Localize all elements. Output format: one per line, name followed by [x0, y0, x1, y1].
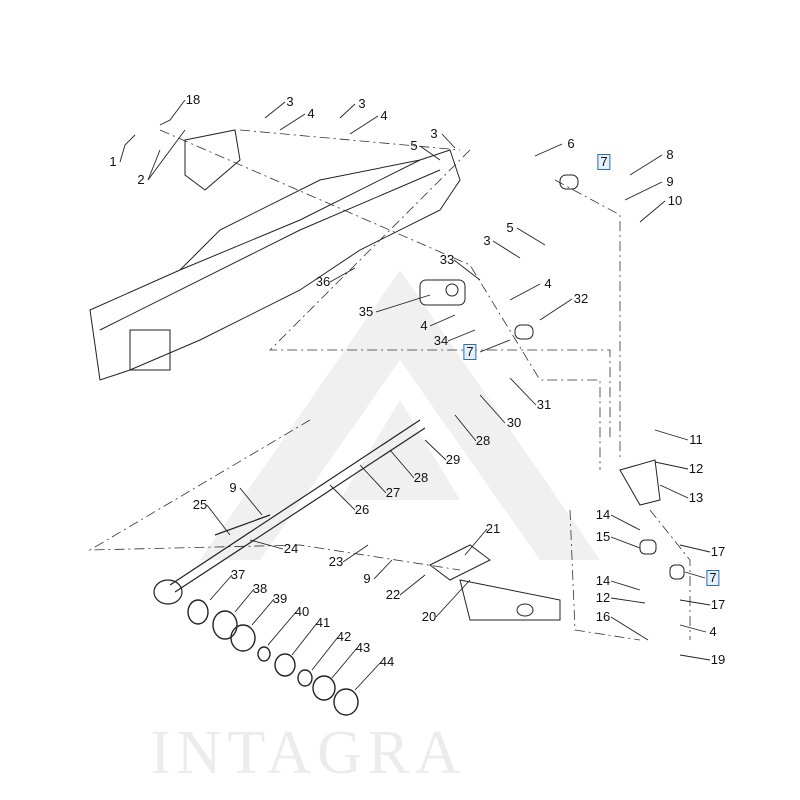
shaft — [153, 419, 426, 605]
callout-17: 17 — [710, 597, 726, 612]
callout-32: 32 — [573, 291, 589, 306]
rings — [187, 599, 359, 716]
callout-14: 14 — [595, 573, 611, 588]
callout-38: 38 — [252, 581, 268, 596]
callout-34: 34 — [433, 333, 449, 348]
bearing-parts — [419, 174, 685, 580]
callout-7-highlighted[interactable]: 7 — [463, 344, 477, 360]
callout-21: 21 — [485, 521, 501, 536]
callout-41: 41 — [315, 615, 331, 630]
callout-10: 10 — [667, 193, 683, 208]
frame-beam — [89, 129, 461, 381]
callout-17: 17 — [710, 544, 726, 559]
leader-lines — [119, 99, 711, 691]
callout-31: 31 — [536, 397, 552, 412]
watermark-text: INTAGRA — [150, 719, 467, 787]
callout-16: 16 — [595, 609, 611, 624]
callout-5: 5 — [410, 138, 418, 153]
callout-26: 26 — [354, 502, 370, 517]
callout-3: 3 — [483, 233, 491, 248]
callout-12: 12 — [688, 461, 704, 476]
callout-27: 27 — [385, 485, 401, 500]
callout-22: 22 — [385, 587, 401, 602]
callout-9: 9 — [666, 174, 674, 189]
callout-6: 6 — [567, 136, 575, 151]
callout-7-highlighted[interactable]: 7 — [706, 570, 720, 586]
callout-2: 2 — [137, 172, 145, 187]
callout-33: 33 — [439, 252, 455, 267]
callout-30: 30 — [506, 415, 522, 430]
callout-18: 18 — [185, 92, 201, 107]
callout-4: 4 — [307, 106, 315, 121]
callout-39: 39 — [272, 591, 288, 606]
callout-23: 23 — [328, 554, 344, 569]
callout-36: 36 — [315, 274, 331, 289]
callout-28: 28 — [413, 470, 429, 485]
dashed-lines — [88, 129, 691, 641]
callout-13: 13 — [688, 490, 704, 505]
callout-11: 11 — [689, 432, 703, 447]
callout-25: 25 — [192, 497, 208, 512]
callout-24: 24 — [283, 541, 299, 556]
callout-5: 5 — [506, 220, 514, 235]
callout-42: 42 — [336, 629, 352, 644]
callout-35: 35 — [358, 304, 374, 319]
callout-8: 8 — [666, 147, 674, 162]
callout-37: 37 — [230, 567, 246, 582]
callout-43: 43 — [355, 640, 371, 655]
callout-1: 1 — [109, 154, 117, 169]
callout-3: 3 — [286, 94, 294, 109]
callout-3: 3 — [358, 96, 366, 111]
callout-14: 14 — [595, 507, 611, 522]
callout-3: 3 — [430, 126, 438, 141]
callout-4: 4 — [709, 624, 717, 639]
callout-12: 12 — [595, 590, 611, 605]
callout-7-highlighted[interactable]: 7 — [597, 154, 611, 170]
callout-20: 20 — [421, 609, 437, 624]
callout-28: 28 — [475, 433, 491, 448]
callout-44: 44 — [379, 654, 395, 669]
callout-9: 9 — [229, 480, 237, 495]
callout-29: 29 — [445, 452, 461, 467]
callout-4: 4 — [380, 108, 388, 123]
callout-19: 19 — [710, 652, 726, 667]
callout-4: 4 — [420, 318, 428, 333]
watermark-logo — [200, 270, 600, 560]
callout-4: 4 — [544, 276, 552, 291]
callout-40: 40 — [294, 604, 310, 619]
callout-15: 15 — [595, 529, 611, 544]
callout-9: 9 — [363, 571, 371, 586]
bracket — [429, 544, 561, 621]
